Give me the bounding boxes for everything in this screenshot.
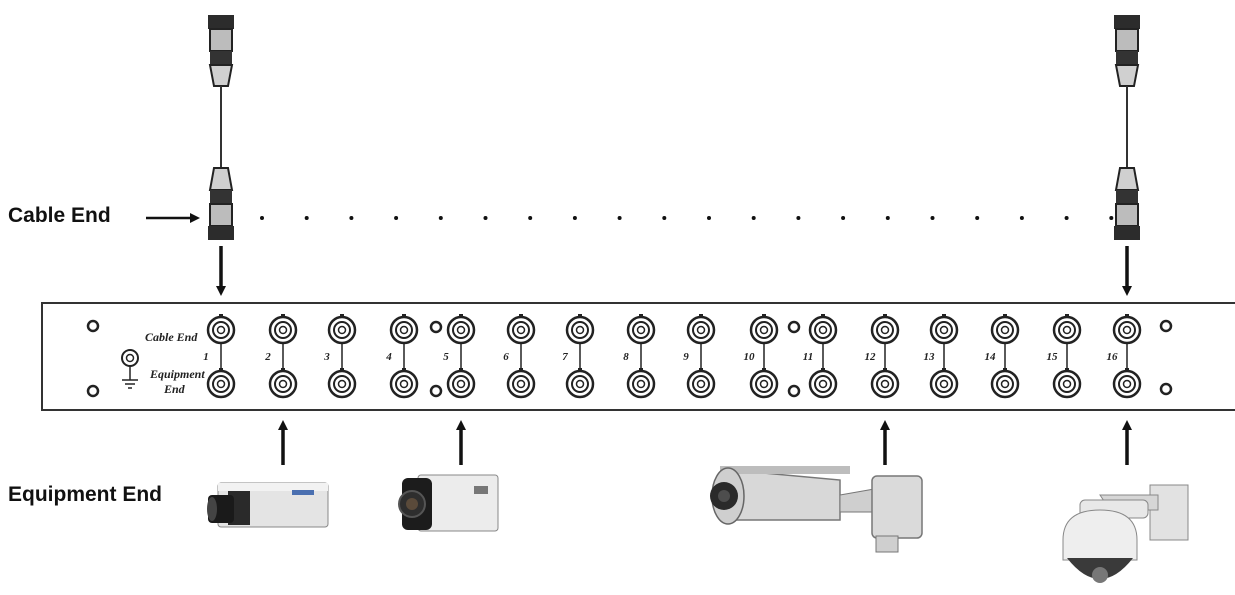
panel-end-text: End bbox=[163, 382, 186, 396]
box-camera-1-icon bbox=[207, 482, 329, 528]
bnc-port-cable-end bbox=[389, 314, 419, 345]
ellipsis-dot bbox=[1064, 216, 1069, 220]
port-number-label: 10 bbox=[744, 351, 756, 363]
bnc-port-equipment-end bbox=[749, 368, 779, 399]
bnc-port-equipment-end bbox=[1112, 368, 1142, 399]
bnc-port-cable-end bbox=[1112, 314, 1142, 345]
ellipsis-dot bbox=[438, 216, 443, 220]
bnc-port-cable-end bbox=[749, 314, 779, 345]
bnc-port-cable-end bbox=[506, 314, 536, 345]
port-number-label: 12 bbox=[865, 351, 877, 363]
bnc-port-cable-end bbox=[686, 314, 716, 345]
bnc-port-cable-end bbox=[327, 314, 357, 345]
port-number-label: 11 bbox=[803, 351, 813, 363]
port-number-label: 1 bbox=[203, 351, 209, 363]
bnc-port-cable-end bbox=[990, 314, 1020, 345]
mount-screws bbox=[86, 319, 1173, 398]
ellipsis-dot bbox=[662, 216, 667, 220]
bullet-camera-icon bbox=[710, 466, 923, 553]
bnc-port-equipment-end bbox=[808, 368, 838, 399]
port-number-label: 6 bbox=[503, 351, 509, 363]
port-number-label: 15 bbox=[1047, 351, 1059, 363]
ellipsis-dot bbox=[572, 216, 577, 220]
bnc-port-equipment-end bbox=[446, 368, 476, 399]
bnc-port-cable-end bbox=[268, 314, 298, 345]
port-number-label: 5 bbox=[443, 351, 449, 363]
bnc-port-cable-end bbox=[206, 314, 236, 345]
ellipsis-dot bbox=[707, 216, 711, 220]
ellipsis-dot bbox=[841, 216, 846, 220]
equipment-end-label: Equipment End bbox=[8, 483, 162, 506]
ellipsis-dot bbox=[930, 216, 935, 220]
box-camera-2-icon bbox=[398, 474, 499, 532]
port-number-label: 2 bbox=[264, 351, 271, 363]
ellipsis-dot bbox=[617, 216, 622, 220]
bnc-port-cable-end bbox=[626, 314, 656, 345]
bnc-port-equipment-end bbox=[870, 368, 900, 399]
ellipsis-dot bbox=[885, 216, 890, 220]
port-number-label: 9 bbox=[683, 351, 689, 363]
bnc-port-equipment-end bbox=[206, 368, 236, 399]
bnc-port-equipment-end bbox=[1052, 368, 1082, 399]
ellipsis-dot bbox=[975, 216, 980, 220]
port-number-label: 14 bbox=[985, 351, 997, 363]
bnc-port-cable-end bbox=[929, 314, 959, 345]
ellipsis-dot bbox=[394, 216, 399, 220]
ellipsis-dot bbox=[528, 216, 533, 220]
panel-equipment-text: Equipment bbox=[149, 367, 205, 381]
ellipsis-dot bbox=[349, 216, 354, 220]
ptz-dome-camera-icon bbox=[1062, 484, 1189, 583]
bnc-port-equipment-end bbox=[565, 368, 595, 399]
ellipsis-dot bbox=[483, 216, 488, 220]
bnc-port-cable-end bbox=[1052, 314, 1082, 345]
ellipsis-dot bbox=[1109, 216, 1114, 220]
bnc-cable-right bbox=[1114, 15, 1140, 240]
ellipsis-dot bbox=[751, 216, 756, 220]
ellipsis-dot bbox=[304, 216, 309, 220]
port-number-label: 16 bbox=[1107, 351, 1119, 363]
ellipsis-dot bbox=[796, 216, 801, 220]
ellipsis-dots bbox=[260, 216, 1114, 220]
ellipsis-dot bbox=[1019, 216, 1024, 220]
port-number-label: 13 bbox=[924, 351, 936, 363]
port-number-label: 7 bbox=[562, 351, 568, 363]
ground-icon bbox=[121, 349, 139, 389]
cable-end-label: Cable End bbox=[8, 204, 111, 227]
port-number-label: 8 bbox=[623, 351, 629, 363]
panel-cable-end-text: Cable End bbox=[145, 330, 198, 344]
bnc-port-cable-end bbox=[808, 314, 838, 345]
bnc-port-equipment-end bbox=[389, 368, 419, 399]
port-number-label: 3 bbox=[323, 351, 330, 363]
port-number-label: 4 bbox=[385, 351, 392, 363]
bnc-cable-left bbox=[208, 15, 234, 240]
ellipsis-dot bbox=[260, 216, 264, 220]
